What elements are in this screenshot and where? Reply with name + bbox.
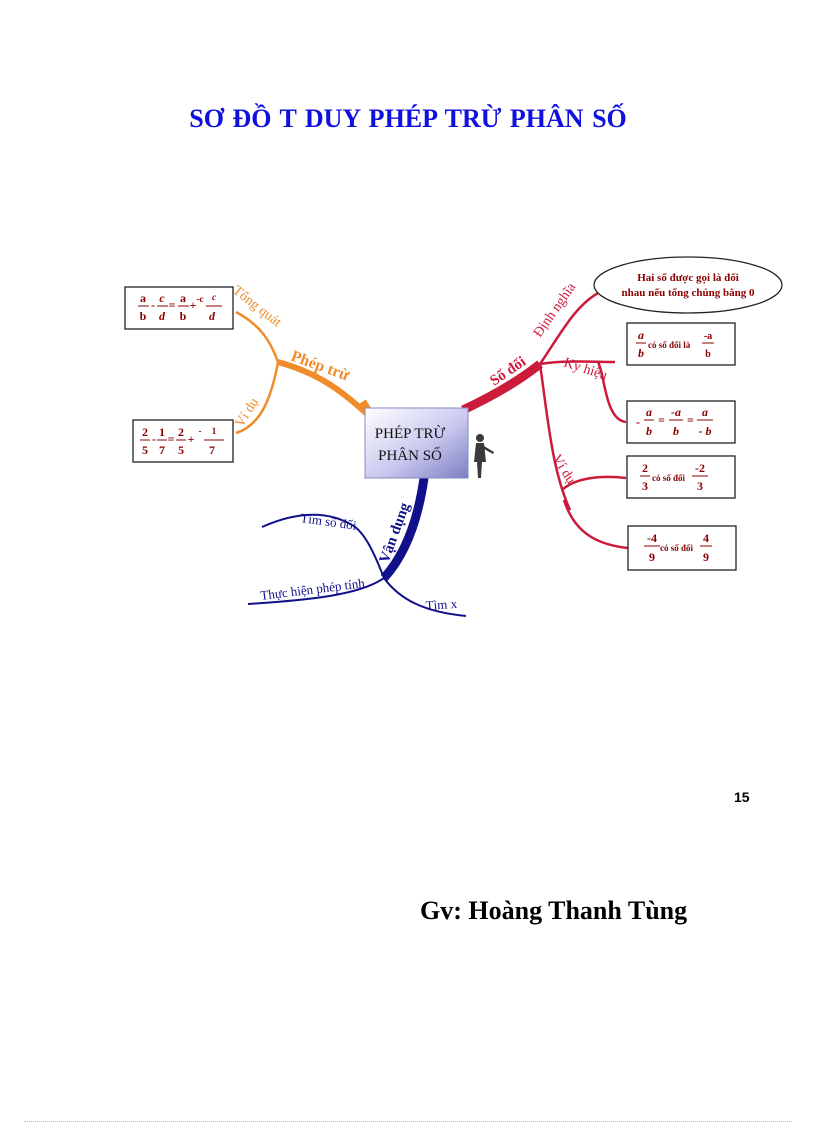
trunk-so-doi: [461, 360, 543, 415]
svg-text:2: 2: [642, 461, 648, 475]
branch-dinh-nghia: [538, 290, 601, 365]
svg-text:-: -: [151, 298, 155, 312]
formula-example-box: 2 5 - 1 7 = 2 5 + 1 7 -: [132, 419, 234, 463]
svg-text:-: -: [199, 426, 202, 436]
svg-text:-2: -2: [695, 461, 705, 475]
branch-vi-du-left: [235, 361, 280, 435]
branch-phep-tru: Phép trừ Tổng quát Ví dụ a b - c d = a b…: [124, 283, 376, 463]
svg-text:+: +: [190, 298, 197, 312]
fg-b2: b: [180, 309, 187, 323]
svg-text:-c: -c: [197, 294, 204, 304]
so-doi-example-2: -4 9 có số đối 4 9: [627, 525, 737, 571]
definition-line1: Hai số được gọi là đối: [637, 272, 739, 284]
fg-d2: d: [209, 309, 216, 323]
label-tim-so-doi: Tìm số đối: [300, 510, 358, 533]
fg-d: d: [159, 309, 166, 323]
symbol-box-2: - a b = -a b = a - b: [626, 400, 736, 444]
fe-1: 1: [159, 425, 165, 439]
label-vi-du-right: Ví dụ: [549, 452, 578, 487]
so-doi-example-1: 2 3 có số đối -2 3: [626, 455, 736, 499]
mind-map: Phép trừ Tổng quát Ví dụ a b - c d = a b…: [124, 256, 783, 617]
svg-text:-a: -a: [671, 405, 681, 419]
fg-b: b: [140, 309, 147, 323]
branch-vi-du-right: [538, 363, 572, 511]
fe-1b: 1: [212, 426, 217, 436]
definition-line2: nhau nếu tổng chúng bằng 0: [622, 287, 755, 299]
svg-text:có số đối: có số đối: [660, 543, 694, 553]
center-node: PHÉP TRỪ PHÂN SỐ: [364, 407, 494, 479]
page-title: SƠ ĐỒ T DUY PHÉP TRỪ PHÂN SỐ: [189, 104, 627, 133]
author-credit: Gv: Hoàng Thanh Tùng: [420, 896, 688, 925]
branch-so-doi: Số đối Định nghĩa Ký hiệu Ví dụ Hai số đ…: [461, 256, 783, 571]
svg-text:9: 9: [649, 550, 655, 564]
center-line1: PHÉP TRỪ: [375, 425, 446, 442]
branch-tim-x: [383, 577, 467, 617]
branch-ky-hieu-2: [596, 361, 627, 424]
teacher-figure-icon: [474, 434, 494, 478]
fe-2: 2: [142, 425, 148, 439]
branch-tim-so-doi-ext: [261, 513, 353, 528]
center-line2: PHÂN SỐ: [378, 446, 442, 464]
svg-text:-a: -a: [704, 331, 712, 342]
svg-text:3: 3: [642, 479, 648, 493]
svg-text:có số đối là: có số đối là: [648, 340, 691, 350]
svg-text:a: a: [702, 405, 708, 419]
svg-text:=: =: [168, 432, 175, 446]
svg-text:4: 4: [703, 531, 709, 545]
svg-text:có số đối: có số đối: [652, 473, 686, 483]
svg-text:=: =: [658, 413, 665, 427]
svg-text:+: +: [188, 432, 195, 446]
svg-text:b: b: [646, 424, 652, 438]
branch-tong-quat: [235, 310, 280, 363]
fe-5b: 5: [178, 443, 184, 457]
page-number: 15: [734, 789, 750, 805]
svg-text:=: =: [687, 413, 694, 427]
formula-general-box: a b - c d = a b + c d -c: [124, 286, 234, 330]
label-tim-x: Tìm x: [425, 596, 458, 613]
trunk-van-dung: [380, 477, 429, 582]
fg-c2: c: [212, 292, 216, 302]
label-tong-quat: Tổng quát: [230, 283, 284, 330]
fe-7b: 7: [209, 443, 215, 457]
definition-ellipse: Hai số được gọi là đối nhau nếu tổng chú…: [593, 256, 783, 314]
label-vi-du-left: Ví dụ: [233, 395, 262, 430]
svg-text:=: =: [169, 298, 176, 312]
svg-text:3: 3: [697, 479, 703, 493]
fg-a: a: [140, 291, 146, 305]
label-dinh-nghia: Định nghĩa: [531, 280, 580, 341]
svg-text:-: -: [636, 415, 640, 429]
branch-ky-hieu: [539, 360, 616, 366]
svg-text:b: b: [673, 424, 679, 438]
fe-2b: 2: [178, 425, 184, 439]
svg-text:b: b: [638, 346, 644, 360]
branch-thuc-hien: [247, 577, 385, 605]
svg-text:- b: - b: [699, 424, 712, 438]
svg-text:9: 9: [703, 550, 709, 564]
branch-vi-du-ex1: [561, 475, 627, 491]
branch-vi-du-ex2: [562, 499, 629, 550]
svg-text:a: a: [638, 328, 644, 342]
footer-divider: [24, 1121, 792, 1122]
label-ky-hieu: Ký hiệu: [562, 356, 609, 384]
svg-text:a: a: [646, 405, 652, 419]
branch-van-dung: Vận dụng Tìm số đối Thực hiện phép tính …: [247, 477, 467, 617]
branch-tim-so-doi: [351, 524, 385, 579]
svg-text:-4: -4: [647, 531, 657, 545]
fg-a2: a: [180, 291, 186, 305]
fg-c: c: [159, 291, 165, 305]
symbol-box-1: a b có số đối là -a b: [626, 322, 736, 366]
svg-text:-: -: [152, 432, 156, 446]
fe-7: 7: [159, 443, 165, 457]
fe-5: 5: [142, 443, 148, 457]
svg-text:b: b: [705, 349, 711, 360]
